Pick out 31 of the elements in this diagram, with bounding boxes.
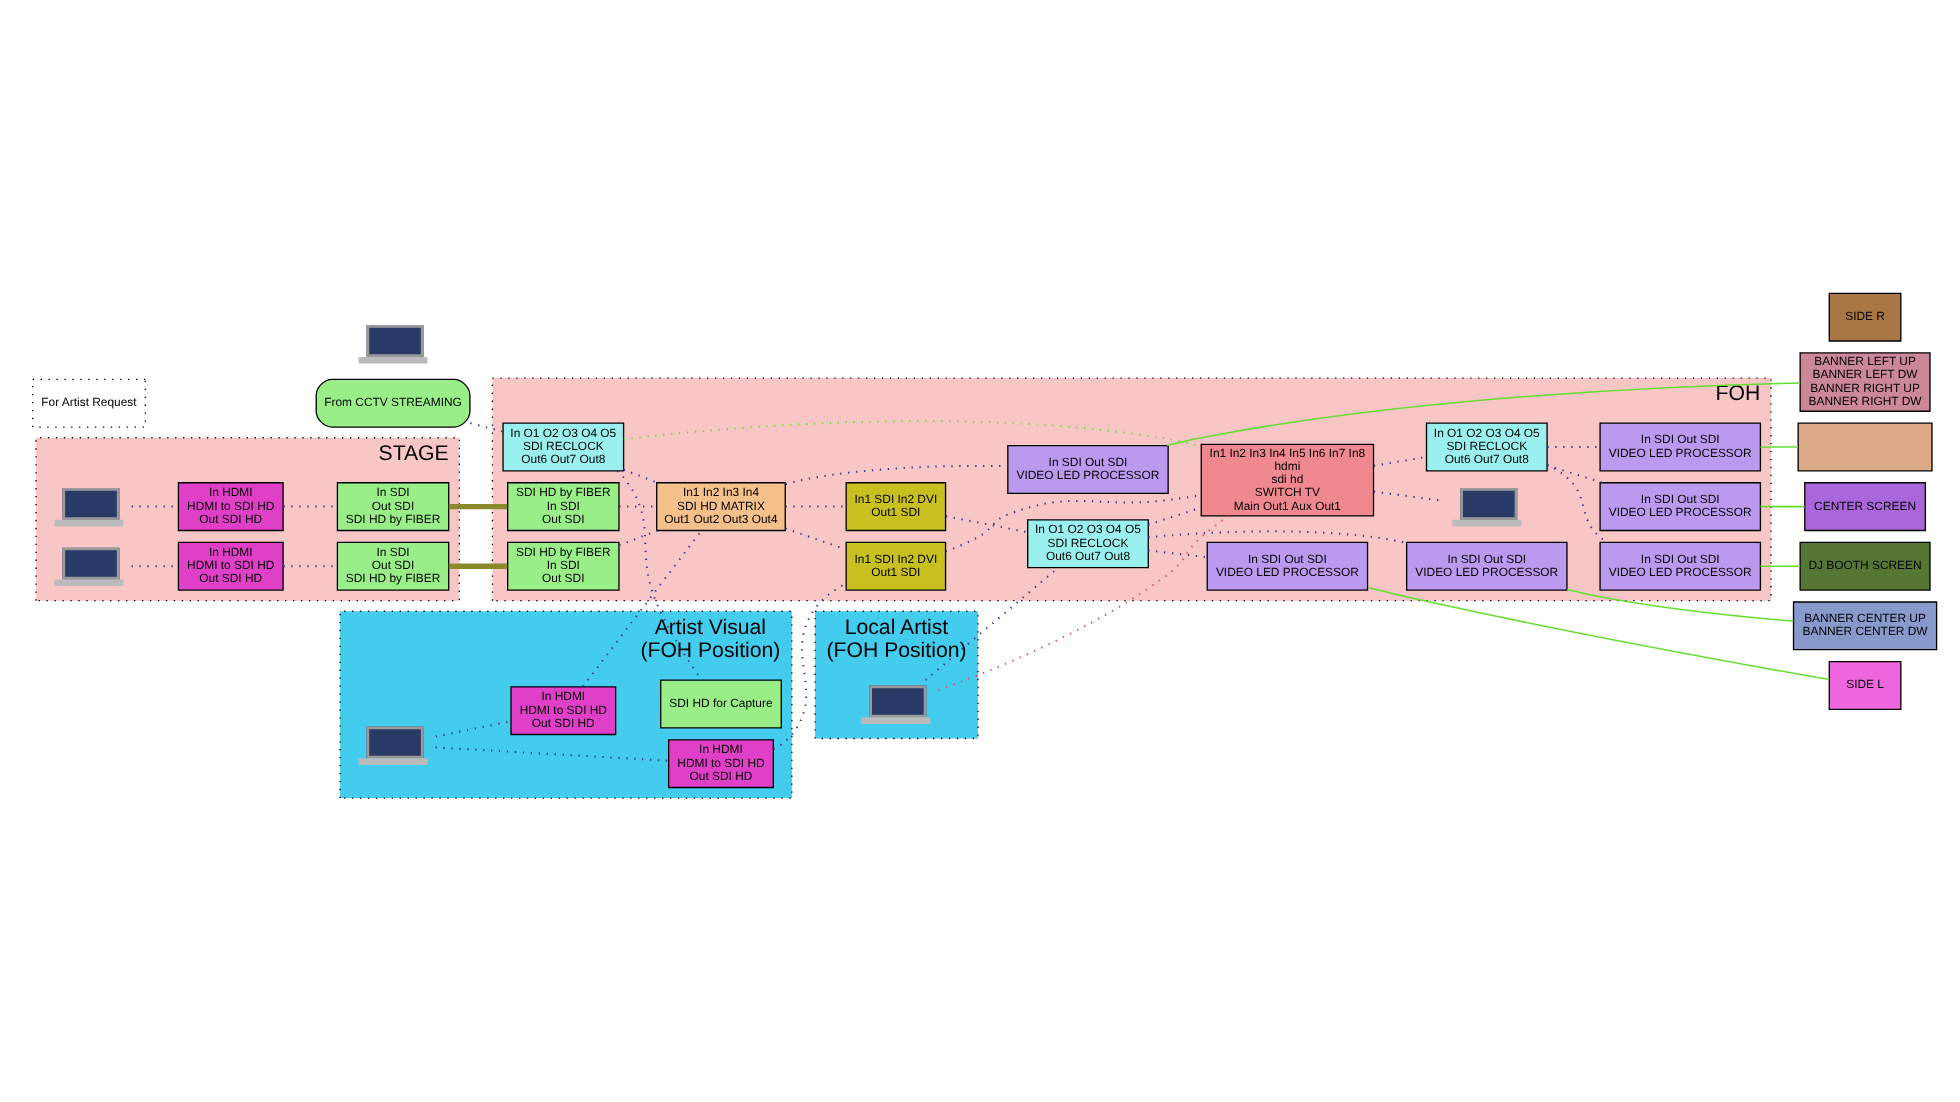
connector: [1366, 586, 1829, 681]
connector: [944, 515, 1028, 534]
connector: [1146, 530, 1407, 544]
node-bar: [1796, 422, 1932, 472]
connector: [936, 514, 1229, 692]
connector: [1146, 549, 1208, 559]
connector: [1758, 505, 1805, 508]
connector: [1545, 464, 1603, 484]
connector: [1371, 455, 1427, 467]
connector: [617, 505, 657, 508]
connector: [433, 746, 669, 762]
connector: [433, 720, 511, 738]
connector: [771, 582, 847, 751]
connector: [783, 527, 846, 551]
connector: [447, 563, 507, 569]
connector: [468, 422, 503, 433]
connector: [615, 469, 702, 681]
connector: [1565, 588, 1794, 622]
connector: [1758, 565, 1800, 568]
connector: [1371, 490, 1444, 502]
connector: [943, 494, 1202, 553]
connector: [447, 503, 507, 510]
connector: [783, 464, 1008, 486]
connector: [1758, 446, 1798, 448]
connector: [621, 468, 658, 484]
connector: [617, 529, 658, 547]
cluster: Local Artist (FOH Position): [813, 610, 978, 740]
connector: [621, 420, 1201, 448]
connector: [581, 529, 702, 688]
connector: [923, 566, 1059, 682]
connector: [1545, 463, 1607, 544]
